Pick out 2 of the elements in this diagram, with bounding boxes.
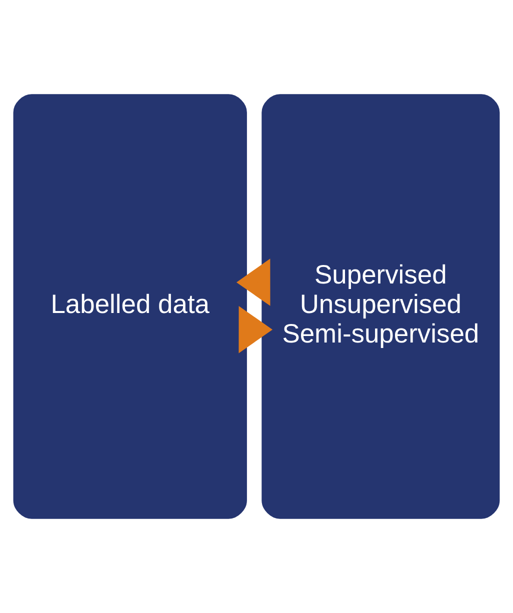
arrow (236, 258, 270, 306)
arrow (238, 306, 272, 354)
